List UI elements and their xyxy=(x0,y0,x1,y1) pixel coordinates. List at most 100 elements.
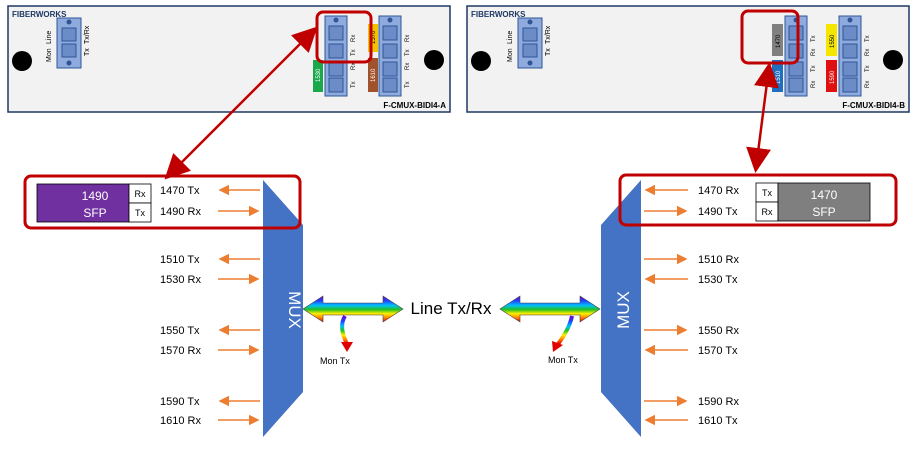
panel-a-line-label: Line xyxy=(46,31,53,44)
left-channel-label: 1550 Tx xyxy=(160,325,200,337)
panel-a-color-tag-1570 xyxy=(368,24,378,52)
panel-b-color-tag-1590 xyxy=(826,60,837,92)
left-channel-label: 1470 Tx xyxy=(160,185,200,197)
panel-a-module-jack xyxy=(328,25,344,41)
right-mon-tap xyxy=(556,315,574,346)
panel-a-mount-hole-left xyxy=(12,51,32,71)
panel-b-mon-label: Mon xyxy=(507,48,514,62)
panel-b-module-label: Rx xyxy=(865,81,871,88)
panel-a-module-jack xyxy=(382,61,398,77)
panel-a-screw xyxy=(387,17,393,23)
right-sfp-module xyxy=(777,182,871,222)
line-label: Line Tx/Rx xyxy=(411,299,492,318)
panel-b-line-label: Line xyxy=(507,31,514,44)
panel-b-brand: FIBERWORKS xyxy=(471,10,526,19)
panel-b-line-port-jack xyxy=(522,27,538,42)
panel-b-tag-text: 1590 xyxy=(830,70,836,84)
panel-a-module-label: Tx xyxy=(405,81,411,88)
panel-a-module-jack xyxy=(382,43,398,59)
panel-b-module-jack xyxy=(842,77,858,93)
panel-a-module-label: Rx xyxy=(405,63,411,70)
panel-b-tx-label: Tx xyxy=(545,48,552,56)
panel-a-module-jack xyxy=(328,61,344,77)
panel-b-module-label: Rx xyxy=(865,49,871,56)
panel-a-brand: FIBERWORKS xyxy=(12,10,67,19)
left-mon-label: Mon Tx xyxy=(320,356,350,366)
panel-b-screw xyxy=(527,60,533,66)
panel-a-mount-hole-right xyxy=(424,50,444,70)
right-channel-label: 1490 Tx xyxy=(698,206,738,218)
panel-b-module-label: Tx xyxy=(865,35,871,42)
right-sfp-type: SFP xyxy=(812,205,835,219)
right-channel-label: 1610 Tx xyxy=(698,415,738,427)
right-line-arrow xyxy=(499,295,601,323)
right-channel-label: 1590 Rx xyxy=(698,396,739,408)
panel-b-color-tag-1470 xyxy=(772,24,783,56)
panel-a-mon-label: Mon xyxy=(46,48,53,62)
panel-b-screw xyxy=(527,19,533,25)
right-channel-label: 1530 Tx xyxy=(698,274,738,286)
link-arrow-right xyxy=(746,62,779,173)
panel-a-line-port xyxy=(56,17,82,69)
panel-b-mount-hole-left xyxy=(471,51,491,71)
panel-b-module-jack xyxy=(842,61,858,77)
left-channel-label: 1530 Rx xyxy=(160,274,201,286)
panel-b-tag-text: 1550 xyxy=(830,34,836,48)
left-sfp-highlight xyxy=(23,174,302,230)
panel-b-line-port xyxy=(517,17,543,69)
right-channel-label: 1510 Rx xyxy=(698,254,739,266)
panel-a-module-jack xyxy=(328,43,344,59)
left-mux-label: MUX xyxy=(285,291,304,329)
panel-b-line-port-jack xyxy=(522,43,538,58)
right-sfp-port-label: Rx xyxy=(762,207,773,217)
panel-a-module-label: Rx xyxy=(405,35,411,42)
panel-a-module-label: Tx xyxy=(351,49,357,56)
panel-b-tag-text: 1510 xyxy=(776,70,782,84)
left-sfp-port-label: Rx xyxy=(135,189,146,199)
panel-b-module-jack xyxy=(788,25,804,41)
panel-a-line-port-jack xyxy=(61,43,77,58)
right-sfp-port-label: Tx xyxy=(762,188,772,198)
panel-a-module-label: Tx xyxy=(351,81,357,88)
right-channel-label: 1550 Rx xyxy=(698,325,739,337)
panel-a-line-port-jack xyxy=(61,27,77,42)
right-mux-block xyxy=(601,180,641,437)
panel-a-color-tag-1610 xyxy=(368,58,378,92)
right-mux-label: MUX xyxy=(614,291,633,329)
left-sfp-type: SFP xyxy=(83,206,106,220)
panel-b-module-label: Tx xyxy=(811,35,817,42)
panel-b: FIBERWORKS Mon Line Tx Tx/Rx 1470 1510 T… xyxy=(466,5,910,113)
left-channel-label: 1590 Tx xyxy=(160,396,200,408)
left-sfp-module xyxy=(36,183,130,223)
panel-b-module-jack xyxy=(842,25,858,41)
panel-b-module-label: Tx xyxy=(811,65,817,72)
panel-a-tag-text: 1530 xyxy=(316,68,322,82)
panel-b-mount-hole-right xyxy=(883,50,903,70)
panel-b-module-label: Rx xyxy=(811,81,817,88)
right-channel-label: 1570 Tx xyxy=(698,345,738,357)
left-channel-label: 1510 Tx xyxy=(160,254,200,266)
right-mon-label: Mon Tx xyxy=(548,355,578,365)
panel-a-module-label: Rx xyxy=(351,63,357,70)
panel-a-txrx-label: Tx/Rx xyxy=(84,25,91,44)
left-mux-block xyxy=(263,180,303,437)
panel-a-color-tag-1530 xyxy=(313,60,323,92)
left-channel-label: 1490 Rx xyxy=(160,206,201,218)
left-channel-label: 1570 Rx xyxy=(160,345,201,357)
panel-b-module-jack xyxy=(788,77,804,93)
panel-a-screw xyxy=(333,17,339,23)
panel-a-module-jack xyxy=(382,25,398,41)
right-sfp-wavelength: 1470 xyxy=(811,188,838,202)
left-sfp-wavelength: 1490 xyxy=(82,189,109,203)
panel-a-module-jack xyxy=(382,77,398,93)
panel-a-module-label: Tx xyxy=(405,49,411,56)
panel-a-screw xyxy=(66,19,72,25)
right-mux: MUX Tx Rx 1470 SFP 1470 Rx 1490 Tx 1510 … xyxy=(499,173,898,437)
left-mux: MUX 1490 SFP Rx Tx 1470 Tx 1490 Rx 1510 … xyxy=(23,174,404,437)
panel-b-module-label: Tx xyxy=(865,65,871,72)
left-mon-tap-head xyxy=(341,342,353,352)
panel-a: FIBERWORKS Mon Line Tx Tx/Rx 1530 Rx Tx … xyxy=(7,5,451,113)
left-sfp-port-label: Tx xyxy=(135,208,145,218)
panel-a-model: F-CMUX-BIDI4-A xyxy=(383,101,446,110)
